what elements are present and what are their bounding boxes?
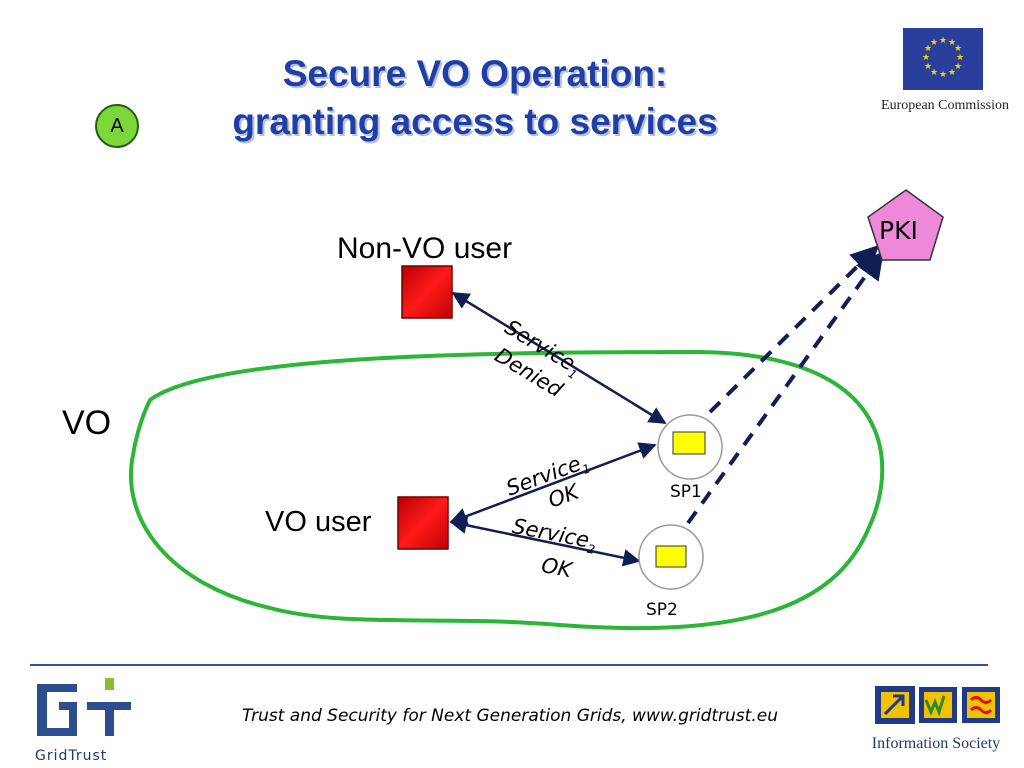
svg-text:★: ★: [924, 62, 932, 72]
svg-text:★: ★: [954, 62, 962, 72]
service2-arrow: [449, 516, 641, 567]
non-vo-user-label: Non-VO user: [337, 232, 513, 265]
gridtrust-logo-label: GridTrust: [35, 748, 108, 764]
gridtrust-logo-icon: [33, 678, 133, 745]
svg-text:★: ★: [939, 36, 947, 46]
svg-text:★: ★: [924, 44, 932, 54]
sp1-pki-link: [708, 245, 879, 414]
section-badge: A: [95, 104, 139, 148]
vo-user-box: [397, 496, 449, 550]
vo-user-label: VO user: [265, 506, 372, 538]
title-line-1: Secure VO Operation:: [282, 53, 668, 94]
information-society-logo-icon: [875, 686, 1001, 735]
svg-text:★: ★: [939, 70, 947, 80]
svg-text:★: ★: [930, 38, 938, 48]
denied-arrow: [451, 291, 667, 425]
eu-flag-icon: ★★★ ★★★ ★★★ ★★★: [903, 28, 983, 90]
svg-text:★: ★: [954, 44, 962, 54]
pki-node: [867, 189, 944, 261]
slide-title: Secure VO Operation: granting access to …: [150, 50, 800, 146]
information-society-label: Information Society: [871, 735, 1001, 752]
non-vo-user-box: [401, 265, 453, 319]
title-line-2: granting access to services: [232, 101, 718, 142]
svg-text:★: ★: [948, 68, 956, 78]
svg-text:★: ★: [930, 68, 938, 78]
svg-text:★: ★: [948, 38, 956, 48]
sp2-label: SP2: [646, 600, 678, 620]
sp2-pki-link: [686, 250, 884, 525]
footer-divider: [30, 664, 988, 666]
svg-text:★: ★: [922, 53, 930, 63]
ec-logo-label: European Commission: [881, 98, 1009, 113]
sp1-label: SP1: [670, 482, 702, 502]
svg-text:★: ★: [956, 53, 964, 63]
service1-arrow: [449, 442, 657, 525]
footer-text: Trust and Security for Next Generation G…: [242, 706, 778, 726]
vo-label: VO: [62, 404, 112, 442]
pki-label: PKI: [879, 216, 918, 245]
